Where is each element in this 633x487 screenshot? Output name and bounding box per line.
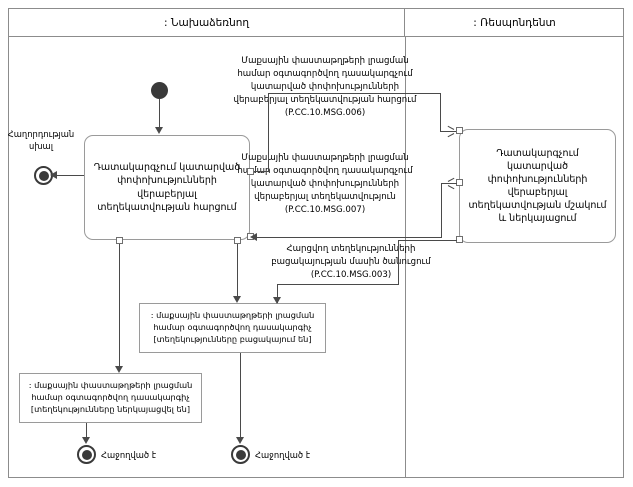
flow-msg006-segment-d [268, 93, 441, 94]
activity-respondent[interactable]: Դատակարգչում կատարված փոփոխությունների վ… [459, 129, 616, 243]
swimlane-header-initiator: : Նախաձեռնող [9, 9, 405, 37]
label-end-success-left: Հաջողված է [101, 450, 157, 460]
flow-msg003-segment-c [277, 284, 399, 285]
flow-msg007-arrowhead-resp [446, 179, 455, 188]
flow-initiator-bottom-left-down [119, 244, 120, 367]
flow-initiator-bottom-right-arrowhead [233, 296, 241, 303]
flow-msg006-riser [440, 93, 441, 131]
flow-start-to-initiator-arrowhead [155, 127, 163, 134]
port-initiator-bottom-right [234, 237, 241, 244]
flow-initiator-bottom-left-arrowhead [115, 366, 123, 373]
flow-start-to-initiator [159, 99, 160, 127]
final-node-success-left [77, 445, 96, 464]
port-respondent-left-mid [456, 179, 463, 186]
flow-msg006-arrowhead [447, 127, 456, 136]
flow-note-mid-to-end-arrowhead [236, 437, 244, 444]
flow-initiator-bottom-right-down [237, 244, 238, 301]
flow-msg003-segment-a [398, 240, 457, 241]
message-label-msg-007: Մաքսային փաստաթղթերի լրացման համար օգտագ… [237, 153, 413, 215]
swimlane-header-respondent: : Ռեսպոնդենտ [405, 9, 624, 37]
flow-note-bottom-to-end-arrowhead [82, 437, 90, 444]
flow-msg003-segment-d [277, 284, 278, 303]
flow-msg003-segment-b [398, 240, 399, 284]
initial-node [151, 82, 168, 99]
flow-msg006-segment-b [268, 93, 269, 172]
port-respondent-left-top [456, 127, 463, 134]
flow-note-mid-to-end [240, 353, 241, 440]
flow-msg007-segment-b [441, 183, 442, 237]
label-error-flow: Հաղորդության սխալ [7, 129, 75, 152]
message-label-msg-006: Մաքսային փաստաթղթերի լրացման համար օգտագ… [233, 56, 417, 118]
label-end-success-right: Հաջողված է [255, 450, 311, 460]
flow-note-bottom-to-end [86, 423, 87, 440]
note-received[interactable]: : մաքսային փաստաթղթերի լրացման համար օգտ… [139, 303, 326, 353]
flow-msg003-arrowhead [273, 297, 281, 304]
flow-msg007-segment-c [254, 237, 442, 238]
port-respondent-left-bottom [456, 236, 463, 243]
note-presented[interactable]: : մաքսային փաստաթղթերի լրացման համար օգտ… [19, 373, 202, 423]
port-initiator-right-top [247, 168, 254, 175]
activity-initiator[interactable]: Դատակարգչում կատարված փոփոխությունների վ… [84, 135, 250, 240]
flow-initiator-to-error-arrowhead [50, 171, 57, 179]
port-initiator-bottom-left [116, 237, 123, 244]
final-node-success-right [231, 445, 250, 464]
flow-initiator-to-error [53, 175, 84, 176]
flow-msg006-segment-a [254, 171, 268, 172]
flow-msg007-arrowhead-init [250, 233, 257, 241]
message-label-msg-003: Հարցվող տեղեկությունների բացակայության մ… [271, 244, 431, 280]
swimlane-divider [405, 37, 406, 478]
